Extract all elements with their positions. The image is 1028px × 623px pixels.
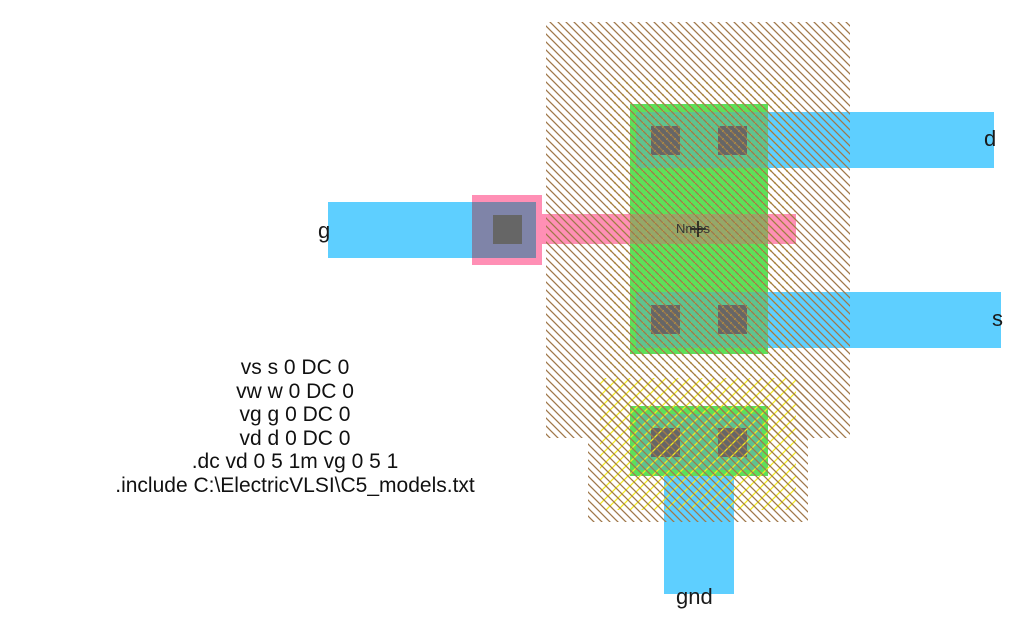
export-label-drain[interactable]: d xyxy=(984,126,997,151)
transistor-origin-cross-icon[interactable] xyxy=(690,221,706,237)
spice-line: vw w 0 DC 0 xyxy=(236,379,354,403)
spice-line: vd d 0 DC 0 xyxy=(239,426,351,450)
export-label-source[interactable]: s xyxy=(992,306,1003,331)
transistor-label: Nmos xyxy=(676,221,710,236)
spice-code-block[interactable]: vs s 0 DC 0 vw w 0 DC 0 vg g 0 DC 0 vd d… xyxy=(40,356,550,497)
n-well-lower xyxy=(588,380,808,522)
spice-line: .dc vd 0 5 1m vg 0 5 1 xyxy=(191,450,399,473)
export-label-gate[interactable]: g xyxy=(318,218,331,243)
export-label-gnd[interactable]: gnd xyxy=(676,584,713,609)
spice-line: vg g 0 DC 0 xyxy=(239,403,351,426)
spice-line: .include C:\ElectricVLSI\C5_models.txt xyxy=(115,473,475,497)
gate-contact[interactable] xyxy=(493,215,522,244)
spice-line: vs s 0 DC 0 xyxy=(240,356,350,379)
